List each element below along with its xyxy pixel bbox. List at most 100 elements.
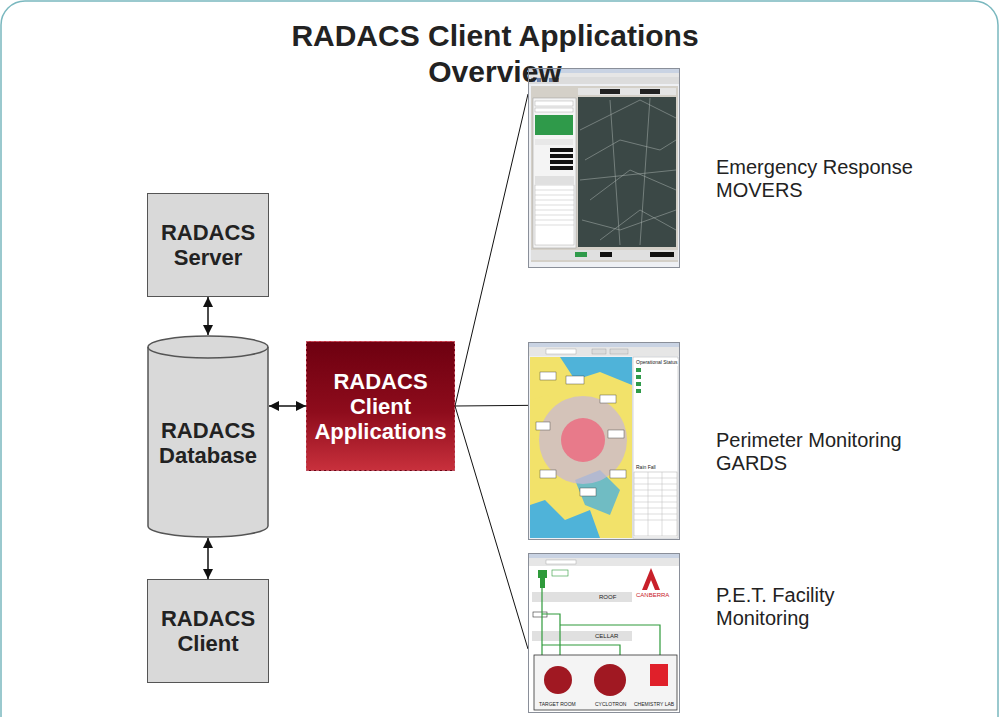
gards-screenshot <box>633 357 678 538</box>
cylinder-body <box>148 336 268 537</box>
gards-screenshot <box>530 357 632 538</box>
pet-screenshot <box>534 655 677 710</box>
gards-screenshot <box>610 349 628 354</box>
movers-screenshot <box>550 148 573 152</box>
application-label: P.E.T. Facility Monitoring <box>716 584 926 630</box>
gards-screenshot <box>530 357 632 538</box>
movers-screenshot <box>580 170 676 180</box>
movers-screenshot <box>578 88 676 95</box>
movers-screenshot <box>550 160 573 164</box>
gards-screenshot <box>634 502 677 503</box>
node-label: Emergency Response MOVERS <box>716 156 926 202</box>
pet-screenshot <box>546 560 576 564</box>
database-cylinder: RADACS Database <box>147 335 269 538</box>
application-box: RADACS Client Applications <box>306 341 455 471</box>
pet-screenshot <box>642 568 660 590</box>
movers-screenshot <box>535 176 574 184</box>
movers-screenshot <box>580 98 676 245</box>
node-label: RADACS Server <box>153 220 263 270</box>
pet-screenshot <box>528 558 680 566</box>
movers-screenshot <box>650 252 674 257</box>
connector-arrow <box>207 538 209 579</box>
gards-screenshot <box>610 470 626 478</box>
gards-screenshot <box>528 342 680 540</box>
pet-screenshot <box>552 570 568 576</box>
gards-screenshot <box>540 372 556 380</box>
gards-screenshot <box>648 472 649 536</box>
gards-screenshot <box>662 472 663 536</box>
movers-screenshot <box>535 139 573 145</box>
movers-screenshot <box>535 185 574 245</box>
gards-screenshot <box>528 347 680 356</box>
movers-screenshot <box>535 115 573 135</box>
movers-screenshot <box>531 86 678 262</box>
movers-screenshot <box>575 252 587 257</box>
gards-screenshot <box>634 484 677 485</box>
screenshot-label: CANBERRA <box>635 592 670 599</box>
movers-screenshot <box>535 108 573 112</box>
movers-screenshot <box>600 210 676 240</box>
movers-screenshot <box>528 68 680 268</box>
movers-screenshot <box>600 252 612 257</box>
pet-screenshot <box>542 645 620 655</box>
screenshot-label: CYCLOTRON <box>594 701 627 708</box>
gards-screenshot <box>636 389 641 393</box>
gards-screenshot <box>636 375 641 379</box>
movers-screenshot <box>585 140 676 160</box>
gards-screenshot <box>539 396 627 484</box>
gards-screenshot <box>636 382 641 386</box>
pet-screenshot <box>594 664 626 696</box>
screenshot-label: TARGET ROOM <box>538 701 577 708</box>
movers-screenshot <box>640 98 650 245</box>
gards-screenshot <box>580 488 596 496</box>
gards-screenshot <box>634 478 677 479</box>
movers-screenshot <box>535 215 574 216</box>
screenshot-label: CELLAR <box>594 633 619 640</box>
connector-line <box>455 406 528 649</box>
gards-screenshot <box>536 422 550 430</box>
pet-screenshot <box>647 580 655 590</box>
gards-screenshot <box>634 520 677 521</box>
movers-screenshot <box>580 100 676 130</box>
movers-screenshot <box>535 101 573 106</box>
pet-screenshot <box>650 664 668 686</box>
movers-screenshot <box>535 200 574 201</box>
movers-screenshot <box>531 250 678 260</box>
pet-screenshot <box>540 578 545 588</box>
server-box: RADACS Server <box>147 193 269 297</box>
screenshot-label: ROOF <box>598 594 617 601</box>
node-label: RADACS Database <box>153 418 263 468</box>
screenshot-panel: Perimeter Monitoring GARDS <box>528 342 680 540</box>
movers-screenshot <box>578 97 676 247</box>
gards-screenshot <box>634 472 677 536</box>
pet-screenshot <box>528 553 680 713</box>
movers-screenshot <box>535 220 574 221</box>
movers-screenshot <box>582 210 676 230</box>
gards-screenshot <box>634 514 677 515</box>
pet-screenshot <box>560 625 660 655</box>
node-label: P.E.T. Facility Monitoring <box>716 584 926 630</box>
movers-screenshot <box>533 98 576 248</box>
pet-screenshot <box>532 592 632 602</box>
application-label: Emergency Response MOVERS <box>716 156 926 202</box>
movers-screenshot <box>528 68 680 268</box>
node-label: RADACS Client <box>153 606 263 656</box>
screenshot-label: Operational Status <box>635 359 678 366</box>
cylinder-rim <box>148 347 268 358</box>
client-box: RADACS Client <box>147 579 269 683</box>
screenshot-label: Rain Fall <box>635 464 657 471</box>
movers-screenshot <box>600 89 620 94</box>
gards-screenshot <box>634 490 677 491</box>
gards-screenshot <box>566 376 584 384</box>
gards-screenshot <box>592 349 606 354</box>
gards-screenshot <box>634 508 677 509</box>
movers-screenshot <box>535 190 574 191</box>
movers-screenshot <box>535 195 574 196</box>
movers-screenshot <box>535 225 574 226</box>
movers-screenshot <box>640 89 660 94</box>
movers-screenshot <box>535 210 574 211</box>
connector-line <box>455 405 528 407</box>
movers-screenshot <box>550 154 573 158</box>
pet-screenshot <box>532 631 632 641</box>
diagram-title: RADACS Client Applications Overview <box>240 18 750 90</box>
